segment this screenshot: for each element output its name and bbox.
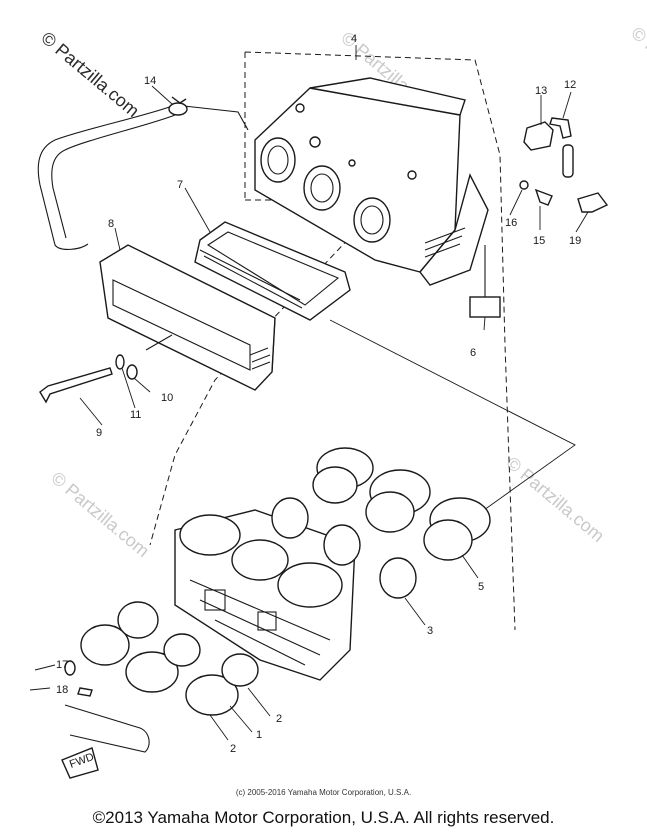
callout-16: 16 [505,217,517,229]
hose-12 [549,117,572,139]
callout-5: 5 [478,581,484,593]
cap-13 [523,121,554,151]
airbox-outline [244,51,516,631]
watermark-main: © Partzilla.com [37,28,143,121]
fwd-arrow [61,747,99,779]
callout-4: 4 [351,33,357,45]
callout-13: 13 [535,85,547,97]
copyright-small: (c) 2005-2016 Yamaha Motor Corporation, … [235,788,412,797]
air-case-cap [99,244,276,391]
part-18 [77,687,93,697]
callout-17: 17 [56,659,68,671]
washer-16 [519,180,529,190]
part-17 [64,660,76,676]
air-box [254,77,489,286]
callout-7: 7 [177,179,183,191]
callout-15: 15 [533,235,545,247]
callout-1: 1 [256,729,262,741]
callout-3: 3 [427,625,433,637]
small-parts-right [469,117,609,318]
air-filter-element [194,221,351,321]
callout-2a: 2 [276,713,282,725]
hose-clamp-14 [168,96,188,116]
intake-joints-1 [80,601,259,716]
lower-left-hoses: FWD [29,660,150,779]
breather-hose-top [174,104,249,131]
watermark-mid-right: © Partzilla.com [502,453,608,546]
callout-2b: 2 [230,743,236,755]
breather-hose-outer [37,104,176,250]
callout-12: 12 [564,79,576,91]
watermark-right: © Partzilla.com [627,23,647,116]
callout-10: 10 [161,392,173,404]
screw-assembly [39,334,173,404]
callout-9: 9 [96,427,102,439]
copyright-main: ©2013 Yamaha Motor Corporation, U.S.A. A… [92,808,555,827]
carburetor-assembly [174,509,356,681]
clip-19 [577,192,609,213]
damper-6 [469,296,501,318]
leader-lines [79,45,589,741]
breather-hose-inner [51,114,176,239]
guide-line-b [329,319,576,521]
bolt-15 [534,188,553,206]
callout-6: 6 [470,347,476,359]
clamps-3 [271,497,417,599]
watermark-mid-left: © Partzilla.com [47,468,153,561]
callout-11: 11 [130,409,141,421]
callout-8: 8 [108,218,114,230]
callout-14: 14 [144,75,156,87]
callout-19: 19 [569,235,581,247]
carb-joints-5 [312,447,491,561]
callout-18: 18 [56,684,68,696]
